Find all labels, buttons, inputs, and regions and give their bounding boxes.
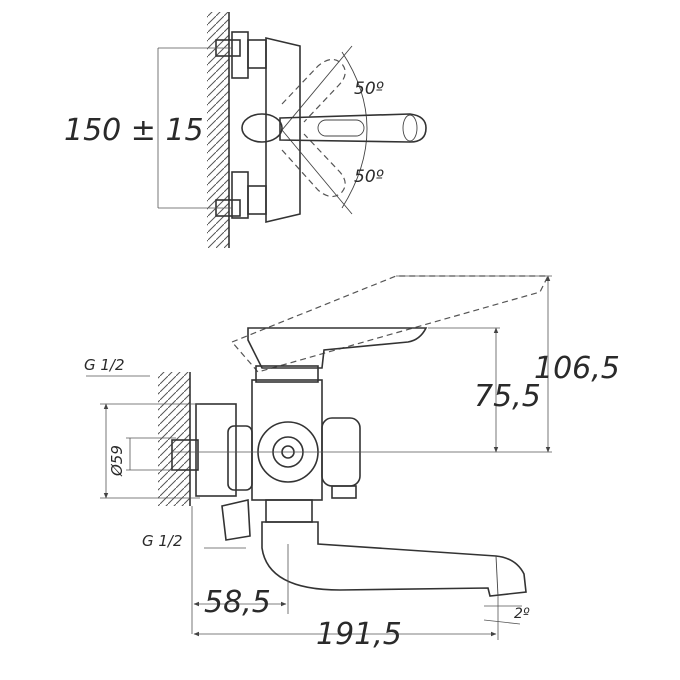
rotation-up-label: 50º [354, 79, 384, 99]
top-handle-dashed-lower [281, 133, 346, 198]
side-view: 106,5 75,5 G 1/2 Ø59 G 1/2 58,5 191,5 2º [84, 275, 620, 652]
top-view: 150 ± 15 50º 50º [64, 12, 427, 248]
top-lever-handle [241, 113, 427, 143]
rotation-down-label: 50º [354, 167, 384, 187]
top-rotation-arc [341, 51, 368, 209]
height-axis-label: 75,5 [474, 379, 541, 414]
thread-bottom-label: G 1/2 [142, 532, 183, 550]
top-faucet-body [265, 36, 301, 224]
diameter-label: Ø59 [108, 445, 126, 477]
height-total-label: 106,5 [534, 351, 620, 386]
side-spout [261, 499, 527, 597]
reach-label: 191,5 [316, 617, 402, 652]
spout-angle-label: 2º [514, 606, 530, 622]
side-handle-dashed [230, 275, 549, 373]
center-distance-label: 150 ± 15 [64, 113, 204, 148]
side-bottom-inlet [221, 499, 251, 541]
offset-label: 58,5 [204, 585, 271, 620]
top-handle-dashed-upper [281, 58, 346, 123]
side-lever-handle [247, 327, 428, 369]
thread-top-label: G 1/2 [84, 356, 125, 374]
side-faucet-body [251, 365, 361, 501]
side-wall-hatch [158, 372, 190, 506]
top-wall-hatch [207, 12, 229, 248]
